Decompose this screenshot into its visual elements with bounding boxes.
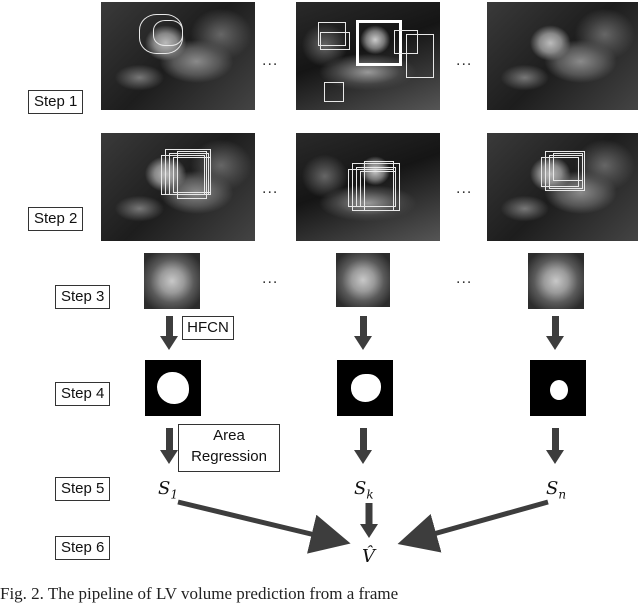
detection-box: [320, 32, 350, 50]
candidate-box: [177, 151, 207, 199]
arrow-shaft: [360, 316, 367, 338]
step-3-label: Step 3: [55, 285, 111, 309]
arrow-sn-to-v: [397, 499, 549, 553]
selected-detection-box: [356, 20, 402, 66]
candidate-box: [541, 157, 579, 187]
area-symbol-sk: Sk: [354, 478, 374, 502]
detection-box: [394, 30, 418, 54]
lv-crop-k: [336, 253, 390, 307]
mri-frame-k-step1: [296, 2, 440, 110]
area-symbol-sn: Sn: [546, 478, 567, 502]
segmentation-mask-k: [337, 360, 393, 416]
candidate-box: [364, 161, 394, 211]
arrow-shaft: [552, 316, 559, 338]
arrow-head: [160, 450, 178, 464]
arrow-sk-to-v-head: [360, 524, 378, 538]
step-1-label: Step 1: [28, 90, 84, 114]
step-5-label: Step 5: [55, 477, 111, 501]
candidate-box: [161, 155, 205, 195]
arrow-shaft: [552, 428, 559, 452]
segmentation-mask-n: [530, 360, 586, 416]
ellipsis-row2-b: ...: [456, 180, 473, 197]
step-6-label: Step 6: [55, 536, 111, 560]
lv-crop-n: [528, 253, 584, 309]
lv-crop-1: [144, 253, 200, 309]
step-4-label: Step 4: [55, 382, 111, 406]
mri-frame-n-step1: [487, 2, 638, 110]
detection-box: [318, 22, 346, 46]
mri-frame-1-step1: [101, 2, 255, 110]
candidate-box: [173, 157, 211, 193]
ellipsis-row3-a: ...: [262, 270, 279, 287]
area-regression-method-box: Area Regression: [178, 424, 280, 472]
detection-box: [153, 20, 183, 46]
arrow-head: [160, 336, 178, 350]
arrow-s1-to-v: [177, 499, 351, 554]
arrow-shaft: [166, 316, 173, 338]
volume-symbol-v: V̂: [362, 546, 375, 567]
arrow-head: [546, 336, 564, 350]
candidate-box: [553, 153, 583, 181]
area-regression-line1: Area: [213, 427, 245, 444]
candidate-box: [545, 151, 585, 191]
ellipsis-row1-b: ...: [456, 52, 473, 69]
area-symbol-s1: S1: [158, 478, 178, 502]
mri-frame-1-step2: [101, 133, 255, 241]
detection-box: [324, 82, 344, 102]
ellipsis-row2-a: ...: [262, 180, 279, 197]
figure-caption: Fig. 2. The pipeline of LV volume predic…: [0, 584, 399, 603]
arrow-head: [546, 450, 564, 464]
mri-frame-k-step2: [296, 133, 440, 241]
segmentation-mask-1: [145, 360, 201, 416]
hfcn-method-box: HFCN: [182, 316, 234, 340]
area-regression-line2: Regression: [191, 448, 267, 465]
arrow-shaft: [360, 428, 367, 452]
arrow-head: [354, 450, 372, 464]
arrow-shaft: [166, 428, 173, 452]
mri-frame-n-step2: [487, 133, 638, 241]
ellipsis-row1-a: ...: [262, 52, 279, 69]
step-2-label: Step 2: [28, 207, 84, 231]
ellipsis-row3-b: ...: [456, 270, 473, 287]
detection-box: [406, 34, 434, 78]
arrow-head: [354, 336, 372, 350]
